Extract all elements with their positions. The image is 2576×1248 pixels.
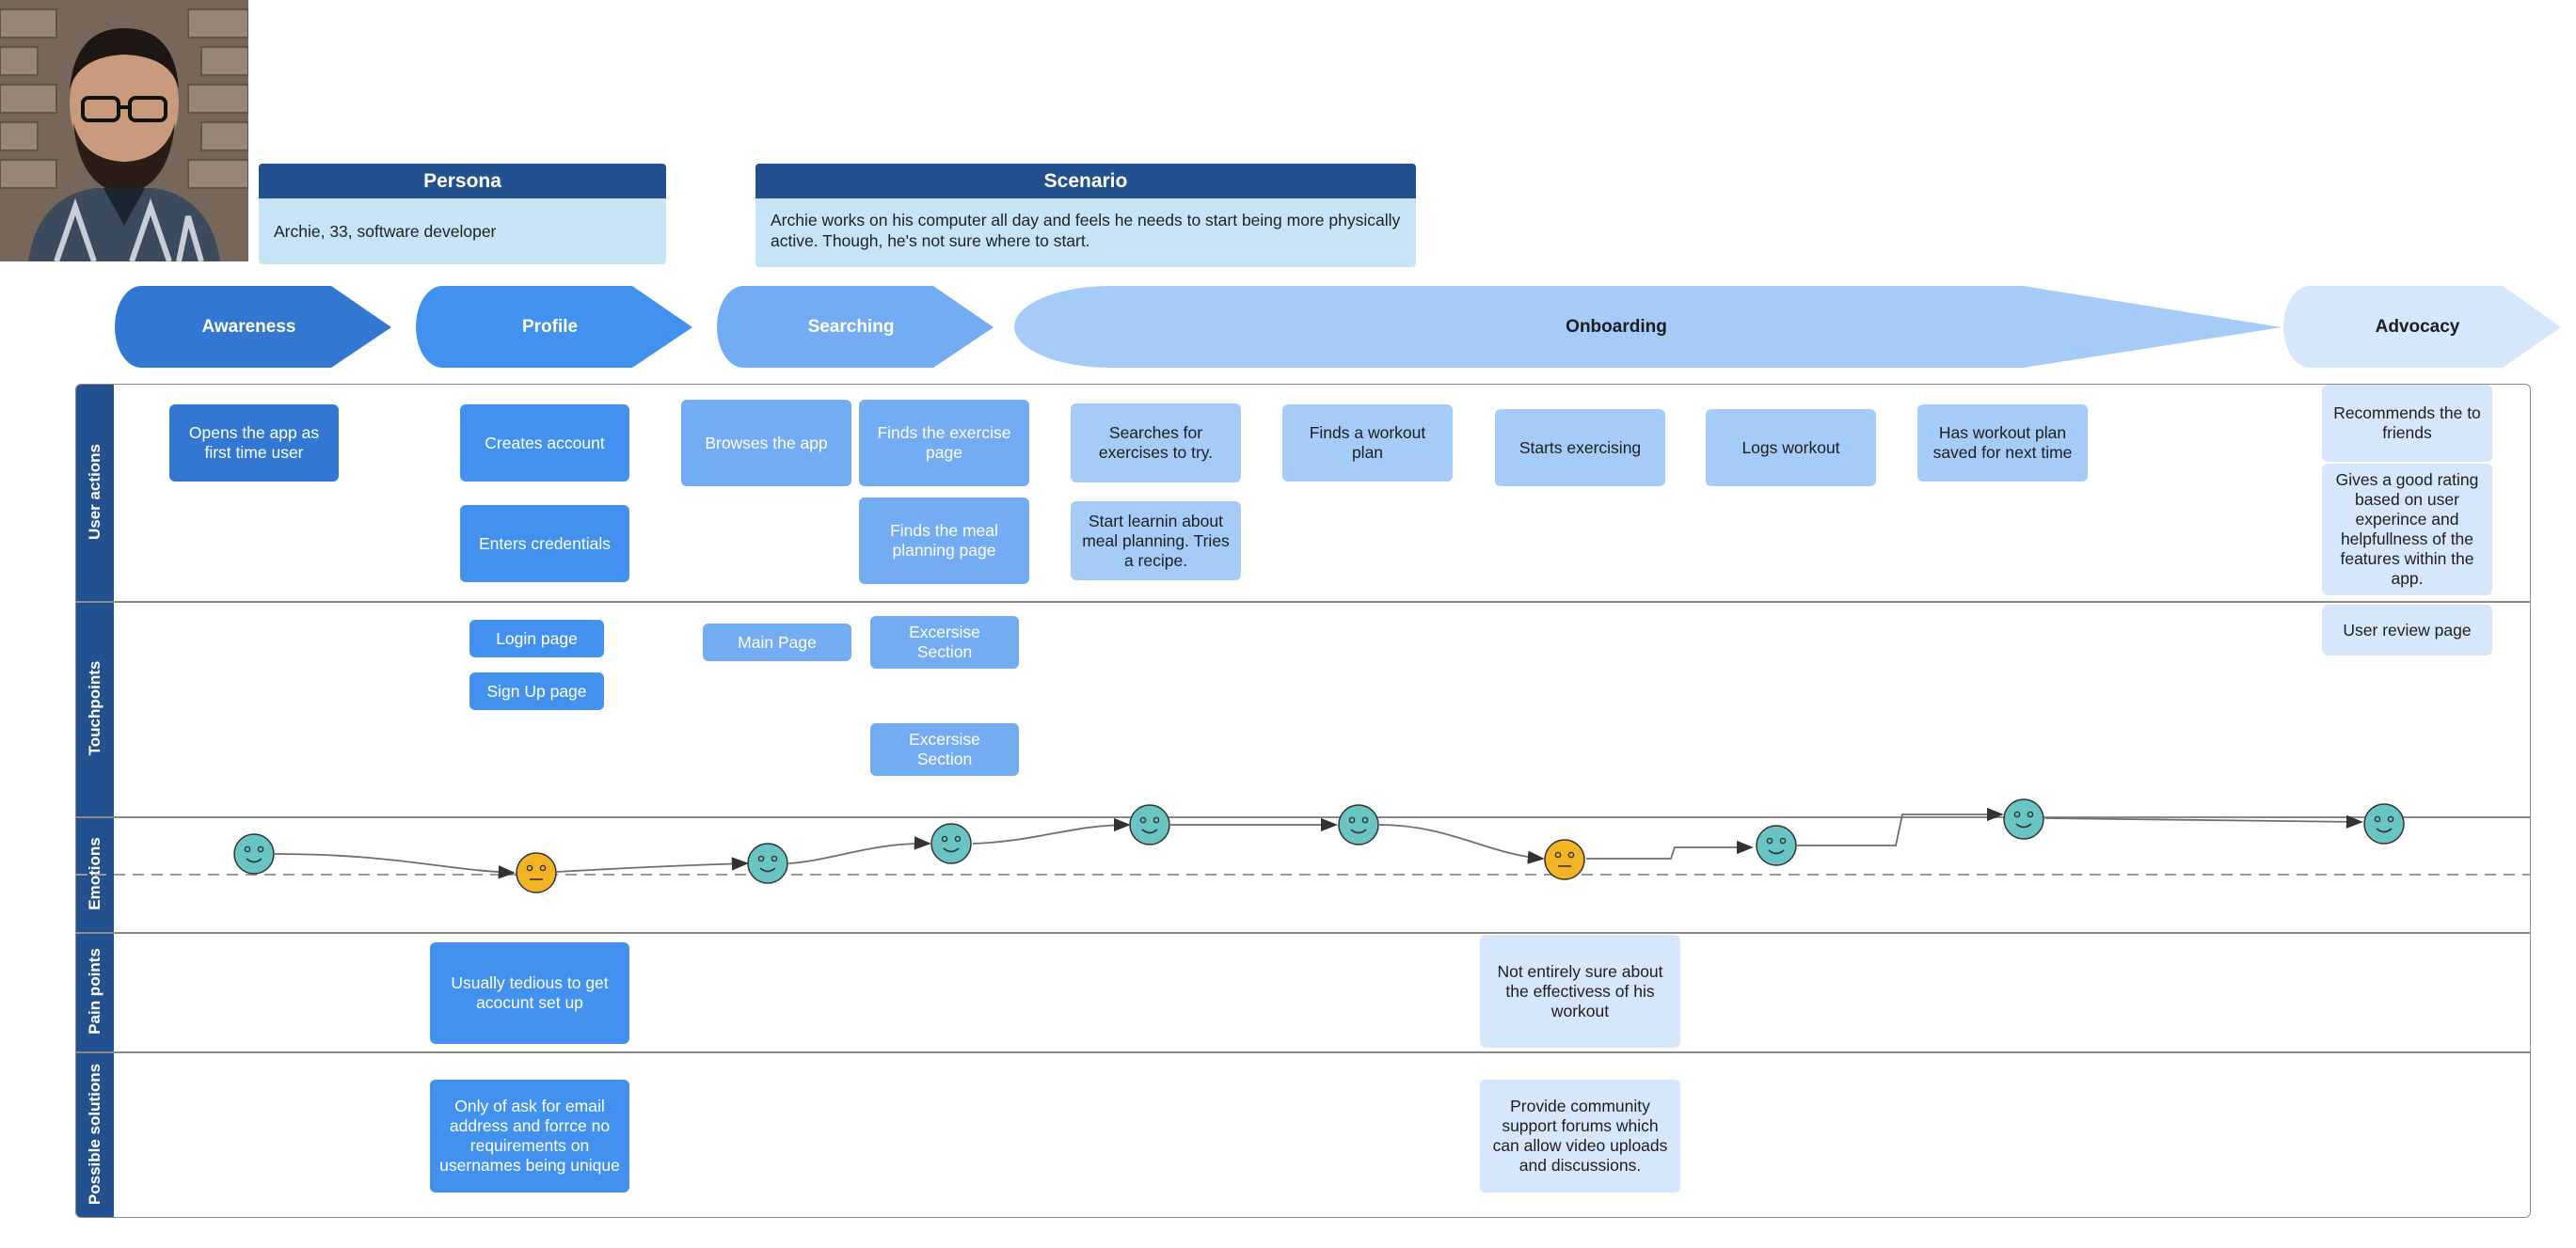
- lane-label-touchpoints: Touchpoints: [86, 660, 103, 756]
- action-card: Creates account: [460, 404, 629, 482]
- touchpoint-card: Login page: [469, 620, 604, 657]
- lane-divider: [76, 932, 2530, 934]
- persona-header: Persona: [259, 164, 666, 198]
- stage-searching-shape: [717, 286, 994, 368]
- stage-onboarding: Onboarding: [1566, 316, 1667, 337]
- action-card: Gives a good rating based on user experi…: [2322, 464, 2492, 595]
- action-card: Start learnin about meal planning. Tries…: [1071, 501, 1241, 580]
- solution-card: Only of ask for email address and forrce…: [430, 1080, 629, 1193]
- stage-onboarding-shape: [1014, 286, 2282, 368]
- action-card: Opens the app as first time user: [169, 404, 339, 482]
- action-card: Browses the app: [681, 400, 851, 486]
- action-card: Enters credentials: [460, 505, 629, 582]
- swimlane-frame: [75, 384, 2531, 1218]
- persona-description: Archie, 33, software developer: [259, 198, 666, 264]
- action-card: Logs workout: [1706, 409, 1876, 486]
- stage-advocacy-shape: [2283, 286, 2561, 368]
- touchpoint-card: Excersise Section: [870, 723, 1019, 776]
- lane-divider: [76, 1051, 2530, 1053]
- scenario-header: Scenario: [755, 164, 1416, 198]
- action-card: Has workout plan saved for next time: [1917, 404, 2088, 482]
- stage-awareness-shape: [115, 286, 391, 368]
- action-card: Searches for exercises to try.: [1071, 403, 1241, 482]
- journey-stages: [115, 286, 2561, 368]
- stage-advocacy: Advocacy: [2375, 316, 2460, 337]
- touchpoint-card: Main Page: [703, 624, 851, 661]
- action-card: Finds the meal planning page: [859, 498, 1029, 584]
- stage-profile-shape: [416, 286, 692, 368]
- persona-photo: [0, 0, 248, 261]
- lane-divider: [76, 816, 2530, 818]
- action-card: Recommends the to friends: [2322, 385, 2492, 462]
- action-card: Starts exercising: [1495, 409, 1665, 486]
- stage-awareness: Awareness: [201, 316, 296, 337]
- stage-profile: Profile: [521, 316, 579, 337]
- stage-searching: Searching: [807, 316, 895, 337]
- touchpoint-card: Sign Up page: [469, 672, 604, 710]
- swimlane-label-bar: [76, 385, 114, 1217]
- pain-point-card: Not entirely sure about the effectivess …: [1480, 935, 1680, 1048]
- action-card: Finds the exercise page: [859, 400, 1029, 486]
- lane-label-possible-solutions: Possible solutions: [86, 1063, 103, 1206]
- pain-point-card: Usually tedious to get acocunt set up: [430, 942, 629, 1044]
- touchpoint-card: User review page: [2322, 605, 2492, 656]
- scenario-description: Archie works on his computer all day and…: [755, 198, 1416, 267]
- action-card: Finds a workout plan: [1282, 404, 1453, 482]
- solution-card: Provide community support forums which c…: [1480, 1080, 1680, 1193]
- lane-divider: [76, 601, 2530, 603]
- lane-label-user-actions: User actions: [86, 443, 103, 541]
- touchpoint-card: Excersise Section: [870, 616, 1019, 669]
